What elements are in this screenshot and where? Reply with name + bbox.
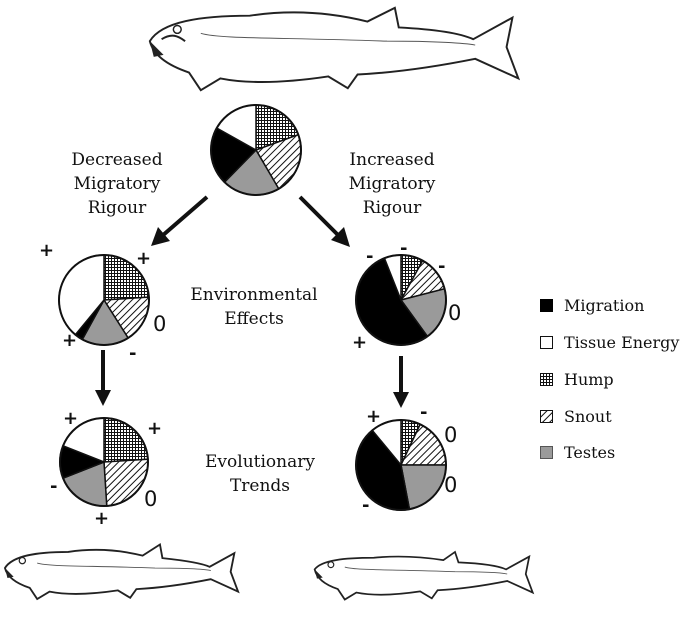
decreased-env-hump-sign: + <box>39 240 55 261</box>
legend-swatch-tissue-energy <box>540 335 553 349</box>
decreased-evo-migration-sign: + <box>94 508 110 529</box>
increased-evo-testes-zero-2: 0 <box>444 473 458 497</box>
arrows <box>95 195 409 408</box>
legend-label-hump: Hump <box>564 369 614 389</box>
increased-evo-migration-sign: - <box>362 495 370 516</box>
pie-decreased-evolutionary-outline <box>59 417 149 507</box>
legend-item-migration: Migration <box>540 294 644 316</box>
legend-swatch-migration <box>540 298 553 312</box>
increased-env-snout-sign: - <box>438 256 446 277</box>
legend-label-snout: Snout <box>564 406 612 426</box>
legend-item-tissue-energy: Tissue Energy <box>540 331 679 353</box>
legend-label-migration: Migration <box>564 295 645 315</box>
increased-evo-snout-sign: - <box>420 402 428 423</box>
decreased-env-snout-sign: + <box>136 248 152 269</box>
pie-decreased-environmental-outline <box>58 254 150 346</box>
decreased-evo-hump-sign: + <box>63 408 79 429</box>
pie-charts <box>58 104 447 511</box>
decreased-evo-snout-sign: + <box>147 418 163 439</box>
increased-env-hump-sign: - <box>400 238 408 259</box>
decreased-env-testes-zero: 0 <box>153 312 167 336</box>
legend-item-snout: Snout <box>540 405 612 427</box>
legend-swatch-snout <box>540 409 553 423</box>
legend-swatch-hump <box>540 372 553 386</box>
pie-decreased-evolutionary-slice-snout <box>103 458 149 507</box>
increased-env-migration-sign: + <box>352 332 368 353</box>
legend-item-hump: Hump <box>540 368 614 390</box>
increased-evo-testes-zero: 0 <box>444 423 458 447</box>
legend-label-testes: Testes <box>564 442 616 462</box>
legend-label-tissue-energy: Tissue Energy <box>564 332 680 352</box>
increased-env-testes-zero: 0 <box>448 301 462 325</box>
arrowhead-decreased-evolution <box>95 390 111 406</box>
decreased-env-migration-sign: - <box>129 343 137 364</box>
increased-env-tissue-sign: - <box>366 246 374 267</box>
arrowhead-increased <box>331 227 350 247</box>
legend-swatch-testes <box>540 445 553 459</box>
arrow-decreased <box>160 195 209 238</box>
increased-rigour-salmon-illustration <box>313 550 535 601</box>
increased-evo-hump-sign: + <box>366 406 382 427</box>
ancestral-salmon-illustration <box>148 6 521 92</box>
pie-ancestral-outline <box>210 104 302 196</box>
arrowhead-decreased <box>151 227 170 246</box>
decreased-evo-testes-zero: 0 <box>144 487 158 511</box>
arrowhead-increased-evolution <box>393 392 409 408</box>
arrow-increased <box>298 195 341 238</box>
pie-increased-environmental-outline <box>355 254 447 346</box>
decreased-rigour-salmon-illustration <box>3 542 240 601</box>
legend-item-testes: Testes <box>540 441 615 463</box>
pie-increased-evolutionary-outline <box>355 419 447 511</box>
decreased-evo-tissue-sign: - <box>50 476 58 497</box>
decreased-env-tissue-sign: + <box>62 330 78 351</box>
